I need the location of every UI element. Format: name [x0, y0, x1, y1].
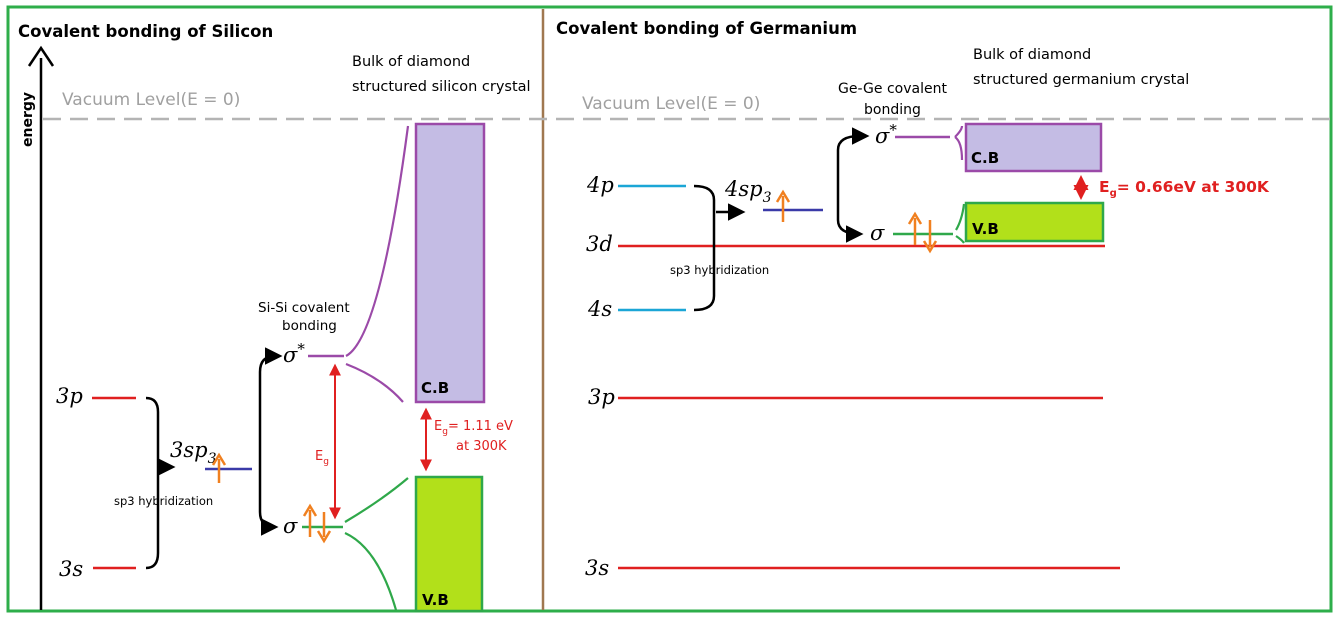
si-sigma-electron-pair: [302, 503, 332, 544]
si-eg-label: Eg: [315, 449, 329, 467]
ge-band-gap-label: Eg= 0.66eV at 300K: [1099, 178, 1270, 199]
si-valence-band-label: V.B: [422, 591, 449, 609]
si-conduction-band: [414, 122, 486, 404]
ge-sigma-to-vb: [955, 203, 966, 244]
silicon-vacuum-label: Vacuum Level(E = 0): [62, 90, 240, 110]
ge-hybrid-electron-up: [775, 189, 791, 222]
ge-conduction-band-label: C.B: [971, 149, 999, 167]
ge-hybridization-bracket: [693, 184, 716, 312]
germanium-bond-label-line2: bonding: [864, 102, 921, 118]
si-level-3s-label: 3s: [59, 557, 83, 581]
si-bonding-bracket: [258, 354, 279, 536]
ge-bonding-bracket: [836, 134, 864, 243]
ge-sigma-star-label: σ*: [875, 121, 897, 148]
ge-hybrid-label: 4sp3: [724, 177, 772, 206]
si-sigma-star-to-cb-top: [345, 125, 410, 357]
silicon-title: Covalent bonding of Silicon: [18, 22, 273, 41]
energy-axis-label: energy: [20, 92, 36, 147]
germanium-vacuum-label: Vacuum Level(E = 0): [582, 94, 760, 114]
germanium-bond-label-line1: Ge-Ge covalent: [838, 81, 947, 97]
si-hybridization-bracket: [145, 396, 160, 570]
germanium-bulk-label-line2: structured germanium crystal: [973, 72, 1189, 88]
ge-level-3d-label: 3d: [586, 232, 613, 256]
si-hybrid-label: 3sp3: [170, 438, 217, 467]
ge-level-4s-label: 4s: [587, 297, 612, 321]
si-sigma-star-to-cb-bottom: [345, 362, 404, 403]
ge-sigma-star-to-cb: [954, 125, 964, 161]
germanium-panel: Covalent bonding of Germanium Vacuum Lev…: [556, 19, 1270, 580]
ge-conduction-band: [964, 122, 1103, 173]
si-sigma-label: σ: [283, 514, 298, 538]
silicon-bulk-label-line2: structured silicon crystal: [352, 79, 531, 95]
ge-level-4p-label: 4p: [586, 173, 614, 197]
silicon-bond-label-line2: bonding: [282, 318, 337, 334]
germanium-bulk-label-line1: Bulk of diamond: [973, 47, 1091, 63]
ge-sigma-electron-pair: [907, 211, 938, 254]
ge-level-3p-label: 3p: [588, 385, 615, 409]
si-valence-band: [414, 475, 484, 613]
ge-level-3s-label: 3s: [585, 556, 609, 580]
ge-sigma-label: σ: [870, 221, 885, 245]
silicon-bulk-label-line1: Bulk of diamond: [352, 54, 470, 70]
si-hybridization-label: sp3 hybridization: [114, 494, 213, 508]
si-sigma-star-label: σ*: [283, 340, 305, 367]
germanium-title: Covalent bonding of Germanium: [556, 19, 857, 38]
silicon-bond-label-line1: Si-Si covalent: [258, 300, 350, 316]
ge-valence-band: [964, 201, 1105, 243]
si-sigma-to-vb-top: [344, 477, 409, 523]
ge-hybridization-label: sp3 hybridization: [670, 263, 769, 277]
energy-axis-arrowhead: [27, 45, 55, 67]
si-band-gap-line1: Eg= 1.11 eV: [434, 419, 513, 437]
outer-frame: [6, 5, 1333, 613]
si-level-3p-label: 3p: [56, 384, 83, 408]
si-hybrid-electron-up: [211, 452, 227, 483]
silicon-panel: Covalent bonding of Silicon energy Vacuu…: [18, 22, 531, 613]
si-band-gap-line2: at 300K: [456, 439, 507, 454]
si-sigma-to-vb-bottom: [344, 531, 398, 611]
ge-valence-band-label: V.B: [972, 220, 999, 238]
si-conduction-band-label: C.B: [421, 379, 449, 397]
